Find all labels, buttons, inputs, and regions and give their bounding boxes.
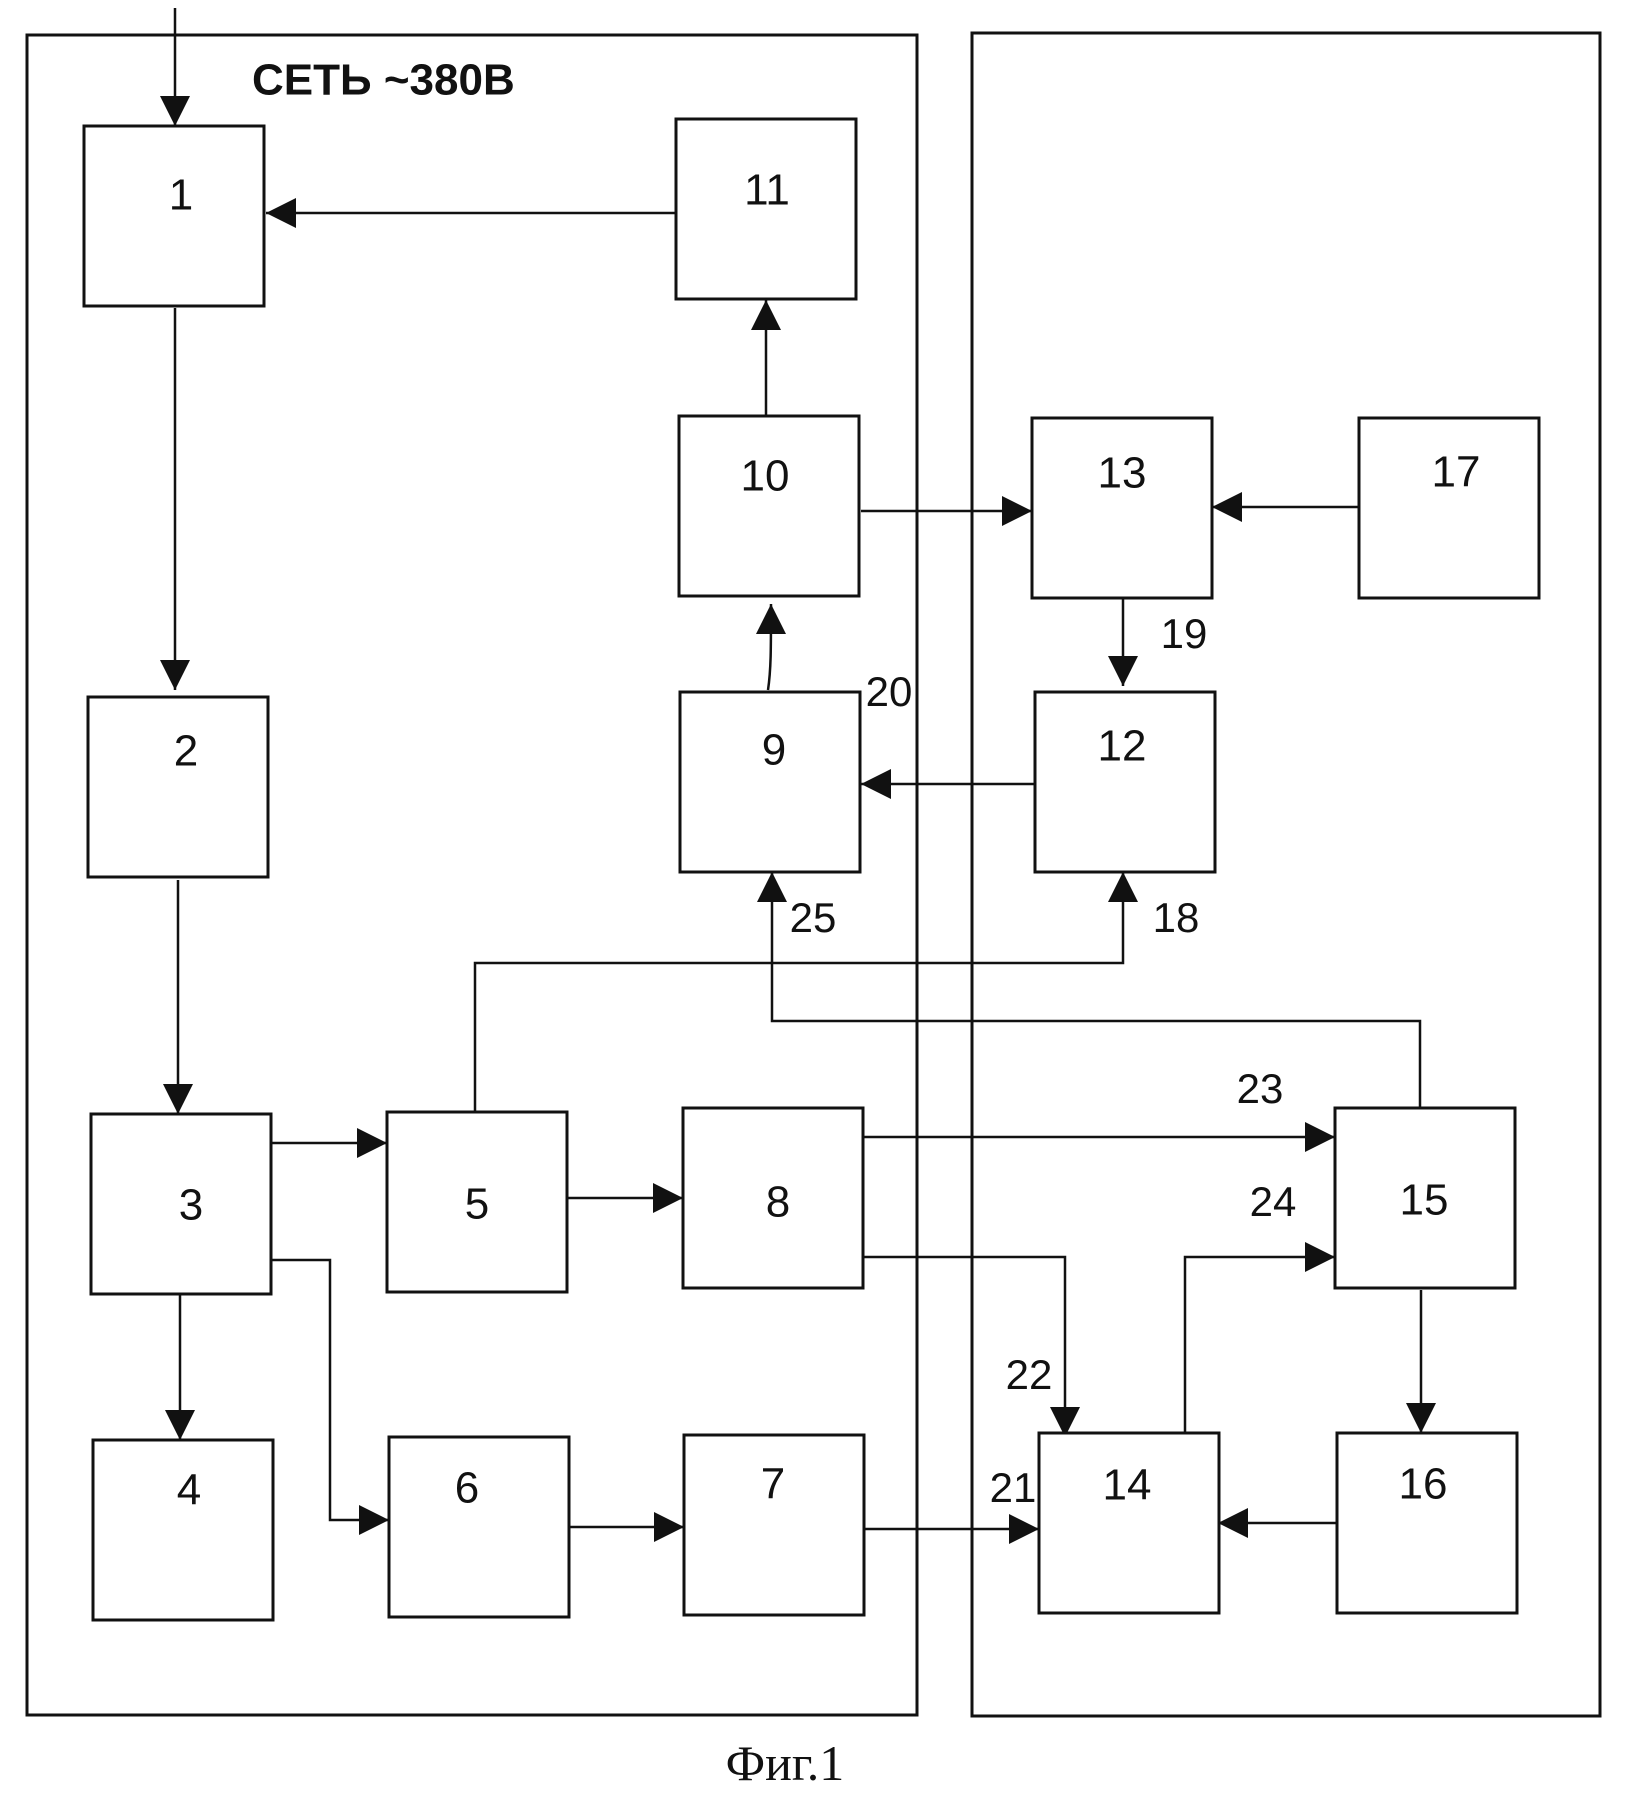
wire-14-to-15 <box>1185 1257 1335 1433</box>
label-23: 23 <box>1237 1065 1284 1112</box>
wire-9-to-10 <box>768 604 771 690</box>
block-12: 12 <box>1035 692 1215 872</box>
block-5-label: 5 <box>465 1180 489 1229</box>
block-1: 1 <box>84 126 264 306</box>
label-18: 18 <box>1153 894 1200 941</box>
block-17-label: 17 <box>1432 448 1481 497</box>
block-15-label: 15 <box>1400 1176 1449 1225</box>
block-10: 10 <box>679 416 859 596</box>
block-13-label: 13 <box>1098 449 1147 498</box>
label-21: 21 <box>990 1464 1037 1511</box>
block-2-label: 2 <box>174 727 198 776</box>
block-15: 15 <box>1335 1108 1515 1288</box>
block-11-label: 11 <box>744 166 790 215</box>
block-12-label: 12 <box>1098 722 1147 771</box>
block-14-label: 14 <box>1103 1461 1152 1510</box>
block-14: 14 <box>1039 1433 1219 1613</box>
label-22: 22 <box>1006 1351 1053 1398</box>
block-5: 5 <box>387 1112 567 1292</box>
network-label: СЕТЬ ~380В <box>252 56 515 105</box>
block-6-label: 6 <box>455 1464 479 1513</box>
block-8-label: 8 <box>766 1178 790 1227</box>
label-19: 19 <box>1161 610 1208 657</box>
block-8: 8 <box>683 1108 863 1288</box>
block-2: 2 <box>88 697 268 877</box>
block-6: 6 <box>389 1437 569 1617</box>
block-1-label: 1 <box>169 171 193 220</box>
block-3-label: 3 <box>179 1181 203 1230</box>
block-16: 16 <box>1337 1433 1517 1613</box>
block-4-label: 4 <box>177 1466 201 1515</box>
block-10-label: 10 <box>741 452 790 501</box>
block-11: 11 <box>676 119 856 299</box>
block-16-label: 16 <box>1399 1460 1448 1509</box>
block-13: 13 <box>1032 418 1212 598</box>
block-3: 3 <box>91 1114 271 1294</box>
block-17: 17 <box>1359 418 1539 598</box>
block-9-label: 9 <box>762 726 786 775</box>
block-7-label: 7 <box>761 1460 785 1509</box>
wire-3-to-6 <box>271 1260 389 1520</box>
wire-8-to-14 <box>863 1257 1065 1437</box>
block-7: 7 <box>684 1435 864 1615</box>
wire-15-to-9 <box>772 872 1420 1108</box>
label-24: 24 <box>1250 1178 1297 1225</box>
block-9: 9 <box>680 692 860 872</box>
block-4: 4 <box>93 1440 273 1620</box>
label-20: 20 <box>866 668 913 715</box>
figure-caption: Фиг.1 <box>0 1738 1570 1788</box>
label-25: 25 <box>790 894 837 941</box>
